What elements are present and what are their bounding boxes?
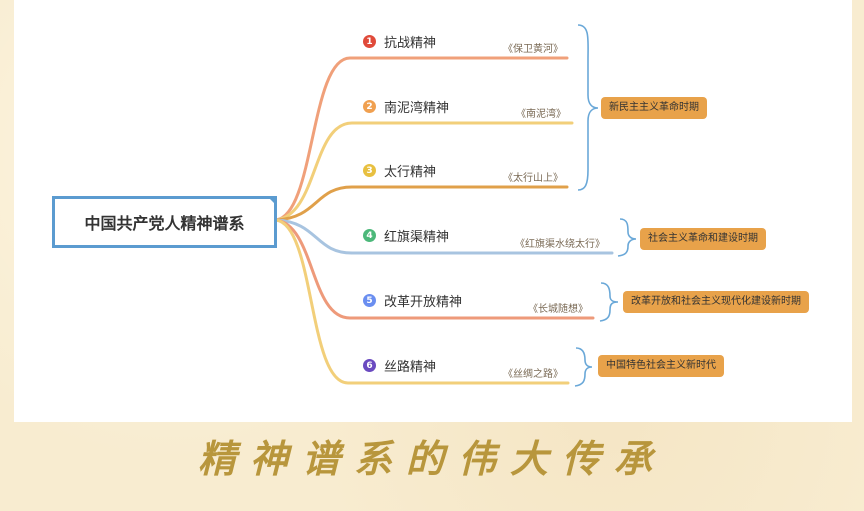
number-badge-1: 1 xyxy=(363,35,376,48)
number-badge-3: 3 xyxy=(363,164,376,177)
branch-topic-1[interactable]: 抗战精神 xyxy=(384,36,437,51)
branch-line-5 xyxy=(274,218,595,320)
branch-work-2[interactable]: 《南泥湾》 xyxy=(516,109,566,120)
branch-topic-4[interactable]: 红旗渠精神 xyxy=(384,230,450,245)
bracket-2 xyxy=(617,218,637,257)
number-badge-6: 6 xyxy=(363,359,376,372)
number-badge-5: 5 xyxy=(363,294,376,307)
branch-line-1 xyxy=(274,56,569,222)
branch-line-4 xyxy=(274,218,614,255)
branch-work-1[interactable]: 《保卫黄河》 xyxy=(503,44,563,55)
branch-work-5[interactable]: 《长城随想》 xyxy=(528,304,588,315)
number-badge-2: 2 xyxy=(363,100,376,113)
central-topic[interactable]: 中国共产党人精神谱系 xyxy=(52,196,277,248)
period-label-3[interactable]: 改革开放和社会主义现代化建设新时期 xyxy=(623,291,809,313)
number-badge-4: 4 xyxy=(363,229,376,242)
branch-line-6 xyxy=(274,218,570,385)
period-label-2[interactable]: 社会主义革命和建设时期 xyxy=(640,228,766,250)
branch-work-3[interactable]: 《太行山上》 xyxy=(503,173,563,184)
branch-topic-3[interactable]: 太行精神 xyxy=(384,165,437,180)
footer-calligraphy-title: 精神谱系的伟大传承 xyxy=(197,436,666,481)
branch-topic-2[interactable]: 南泥湾精神 xyxy=(384,101,450,116)
period-label-4[interactable]: 中国特色社会主义新时代 xyxy=(598,355,724,377)
branch-work-4[interactable]: 《红旗渠水绕太行》 xyxy=(515,239,605,250)
branch-topic-5[interactable]: 改革开放精神 xyxy=(384,295,463,310)
note-corner-icon xyxy=(267,196,277,206)
branch-topic-6[interactable]: 丝路精神 xyxy=(384,360,437,375)
bracket-4 xyxy=(574,347,593,387)
branch-line-2 xyxy=(274,121,574,222)
bracket-3 xyxy=(599,282,619,322)
branch-line-3 xyxy=(274,185,569,222)
bracket-1 xyxy=(577,24,599,191)
branch-work-6[interactable]: 《丝绸之路》 xyxy=(503,369,563,380)
period-label-1[interactable]: 新民主主义革命时期 xyxy=(601,97,707,119)
central-topic-label: 中国共产党人精神谱系 xyxy=(84,214,245,233)
